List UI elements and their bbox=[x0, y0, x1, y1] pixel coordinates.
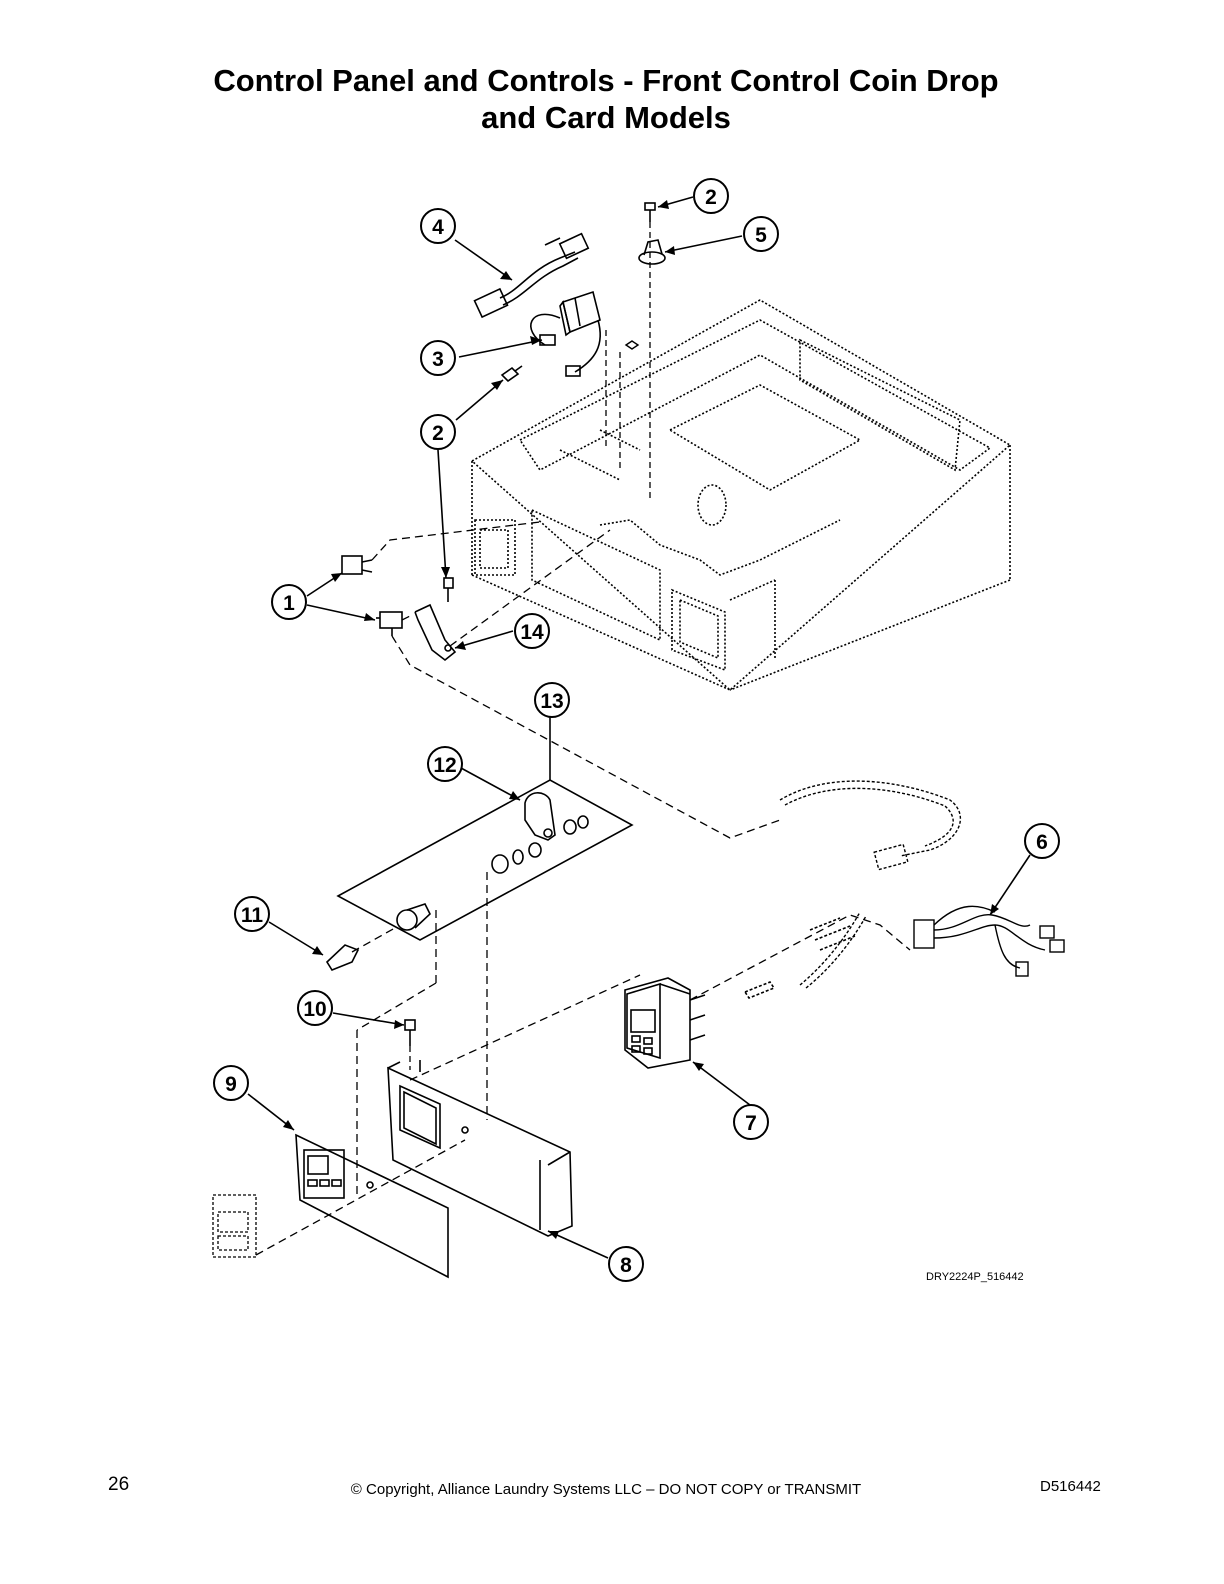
overlay-ghost bbox=[212, 1194, 257, 1258]
callout-9: 9 bbox=[225, 1073, 237, 1096]
front-panel-part-8 bbox=[387, 1060, 573, 1237]
page-title: Control Panel and Controls - Front Contr… bbox=[0, 62, 1212, 136]
callout-5: 5 bbox=[755, 224, 767, 247]
callout-circles bbox=[213, 178, 1060, 1282]
overlay-part-9 bbox=[295, 1133, 449, 1279]
wire-harness-part-4 bbox=[473, 232, 590, 319]
screw-part-2-mid bbox=[500, 365, 523, 383]
figure-code: DRY2224P_516442 bbox=[926, 1271, 1024, 1283]
page-number: 26 bbox=[108, 1474, 130, 1495]
transformer-part-3 bbox=[530, 290, 602, 377]
screw-part-2-top bbox=[644, 202, 656, 222]
callout-11: 11 bbox=[241, 904, 264, 927]
switch-part-1-lower bbox=[376, 611, 403, 636]
callout-1: 1 bbox=[283, 592, 295, 615]
title-line-2: and Card Models bbox=[481, 100, 731, 135]
callout-12: 12 bbox=[433, 754, 456, 777]
card-reader-part-7 bbox=[624, 917, 856, 1069]
bracket-part-12 bbox=[491, 792, 589, 874]
callout-4: 4 bbox=[432, 216, 444, 239]
copyright-notice: © Copyright, Alliance Laundry Systems LL… bbox=[350, 1481, 862, 1498]
screw-part-2-lower bbox=[443, 577, 454, 602]
callout-14: 14 bbox=[520, 621, 544, 644]
document-number: D516442 bbox=[1040, 1478, 1101, 1495]
callout-2-top: 2 bbox=[705, 186, 717, 209]
cam-part-11 bbox=[325, 944, 360, 971]
bracket-part-5 bbox=[638, 239, 666, 265]
callout-7: 7 bbox=[745, 1112, 757, 1135]
switch-part-1-upper bbox=[341, 555, 373, 575]
callout-10: 10 bbox=[303, 998, 326, 1021]
callout-3: 3 bbox=[432, 348, 444, 371]
lock-assembly-part-13 bbox=[336, 716, 634, 941]
arrow-heads bbox=[283, 200, 999, 1239]
lock-cylinder-part bbox=[396, 903, 431, 931]
callout-8: 8 bbox=[620, 1254, 632, 1277]
callout-6: 6 bbox=[1036, 831, 1048, 854]
control-housing-box bbox=[470, 299, 1012, 692]
callout-2-mid: 2 bbox=[432, 422, 444, 445]
callout-13: 13 bbox=[540, 690, 563, 713]
screw-part-10 bbox=[404, 1019, 416, 1046]
bracket-part-14 bbox=[414, 603, 457, 662]
wiring-harness-part-6 bbox=[779, 780, 1065, 989]
title-line-1: Control Panel and Controls - Front Contr… bbox=[213, 63, 999, 98]
leader-lines bbox=[247, 196, 1031, 1259]
